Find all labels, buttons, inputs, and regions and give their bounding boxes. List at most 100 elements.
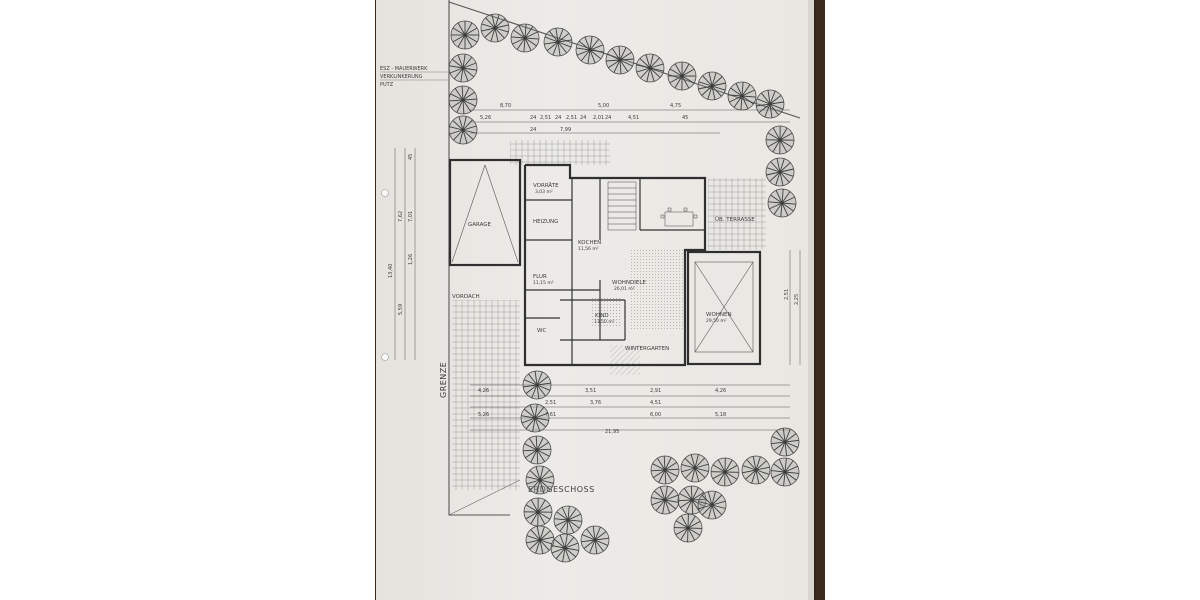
tree-icon: [770, 427, 800, 457]
dim-top-6: 2,51: [540, 115, 551, 121]
tree-icon: [650, 455, 680, 485]
tree-icon: [710, 457, 740, 487]
living-floor-texture: [630, 250, 685, 330]
dim-top-7: 24: [555, 115, 561, 121]
room-labels: GARAGE VORDACH VORRÄTE 3,03 m² HEIZUNG K…: [452, 182, 755, 352]
tree-icon: [635, 53, 665, 83]
room-area-wohnen: 29,50 m²: [706, 318, 727, 324]
tree-icon: [770, 457, 800, 487]
dim-left-2: 7,62: [398, 211, 404, 222]
dim-bottom-7: 6,00: [650, 412, 661, 418]
dim-top-8: 2,51: [566, 115, 577, 121]
dim-bottom-10: 2,51: [545, 400, 556, 406]
dimension-labels-bottom: 4,26 3,51 2,91 4,26 5,26 7,61 6,00 5,18 …: [478, 388, 726, 435]
dim-left-4: 5,59: [398, 304, 404, 315]
room-label-wohndiele: WOHNDIELE: [612, 280, 646, 286]
dim-left-3: 7,01: [408, 211, 414, 222]
tree-icon: [450, 20, 480, 50]
dimension-lines: [394, 109, 801, 431]
tree-symbols: [448, 13, 800, 563]
room-label-wc: WC: [537, 328, 546, 334]
punch-hole-bottom: [381, 353, 389, 361]
tree-icon: [550, 533, 580, 563]
tree-icon: [543, 27, 573, 57]
dim-bottom-6: 7,61: [545, 412, 556, 418]
tree-icon: [727, 81, 757, 111]
dimension-labels-left: 13,40 7,62 7,01 5,59 45 1,26: [388, 154, 414, 315]
dim-top-13: 45: [682, 115, 688, 121]
dim-top-1: 8,70: [500, 103, 511, 109]
legend-item-2: VERKLINKERUNG: [380, 74, 423, 80]
tree-icon: [650, 485, 680, 515]
room-label-garage: GARAGE: [468, 222, 492, 228]
room-area-vorrat: 3,03 m²: [535, 189, 553, 195]
dim-bottom-9: 21,95: [605, 429, 619, 435]
room-label-vordach: VORDACH: [452, 294, 480, 300]
tree-icon: [765, 125, 795, 155]
paved-path-left: [452, 300, 520, 490]
garden-hatch: [610, 345, 640, 375]
dimension-labels-top: 8,70 5,00 4,75 5,26 24 2,51 24 2,51 24 2…: [480, 103, 688, 133]
room-label-terrasse: ÜB. TERRASSE: [715, 216, 755, 223]
legend-item-1: ESZ - MAUERWERK: [380, 66, 428, 72]
dim-bottom-5: 5,26: [478, 412, 489, 418]
dim-bottom-3: 2,91: [650, 388, 661, 394]
dining-table: [660, 207, 698, 227]
tree-icon: [673, 513, 703, 543]
tree-icon: [680, 453, 710, 483]
room-area-kochen: 11,56 m²: [578, 246, 599, 252]
dim-top-3: 4,75: [670, 103, 681, 109]
floor-title: ERDGESCHOSS: [528, 485, 595, 494]
tree-icon: [605, 45, 635, 75]
tree-icon: [525, 525, 555, 555]
dim-bottom-2: 3,51: [585, 388, 596, 394]
room-label-flur: FLUR: [533, 274, 547, 280]
dim-bottom-11: 3,76: [590, 400, 601, 406]
dim-top-5: 24: [530, 115, 536, 121]
dim-bottom-1: 4,26: [478, 388, 489, 394]
tree-icon: [523, 497, 553, 527]
dim-top-4: 5,26: [480, 115, 491, 121]
tree-icon: [697, 490, 727, 520]
room-label-kind: KIND: [595, 313, 609, 319]
tree-icon: [553, 505, 583, 535]
tree-icon: [510, 23, 540, 53]
paper-stack-edge: [808, 0, 814, 600]
room-label-kochen: KOCHEN: [578, 240, 601, 246]
tree-icon: [767, 188, 797, 218]
dim-top-9: 24: [580, 115, 586, 121]
dim-bottom-8: 5,18: [715, 412, 726, 418]
tree-icon: [448, 53, 478, 83]
tree-icon: [755, 89, 785, 119]
dim-top-14: 24: [530, 127, 536, 133]
tree-icon: [448, 85, 478, 115]
dim-top-10: 2,01: [593, 115, 604, 121]
dim-bottom-12: 4,51: [650, 400, 661, 406]
dim-bottom-4: 4,26: [715, 388, 726, 394]
tree-icon: [741, 455, 771, 485]
building-walls: [448, 158, 762, 367]
room-label-heizung: HEIZUNG: [533, 219, 558, 225]
dim-top-11: 24: [605, 115, 611, 121]
tree-icon: [448, 115, 478, 145]
dim-top-2: 5,00: [598, 103, 609, 109]
dim-left-1: 13,40: [388, 264, 394, 278]
legend: ESZ - MAUERWERK VERKLINKERUNG PUTZ: [380, 66, 448, 88]
room-area-kind: 13,50 m²: [594, 319, 615, 325]
room-label-wintergarten: WINTERGARTEN: [625, 346, 669, 352]
tree-icon: [697, 71, 727, 101]
terrace-paving: [708, 178, 766, 250]
room-area-flur: 11,15 m²: [533, 280, 554, 286]
kind-floor-texture: [590, 296, 620, 326]
tree-icon: [525, 465, 555, 495]
dim-top-12: 4,51: [628, 115, 639, 121]
staircase: [607, 181, 637, 231]
dim-right-1: 2,51: [784, 289, 790, 300]
tree-icon: [667, 61, 697, 91]
punch-hole-top: [381, 189, 389, 197]
tree-icon: [522, 435, 552, 465]
dimension-labels-right: 2,51 2,25: [784, 289, 800, 305]
room-label-wohnen: WOHNEN: [706, 312, 732, 318]
tree-icon: [580, 525, 610, 555]
